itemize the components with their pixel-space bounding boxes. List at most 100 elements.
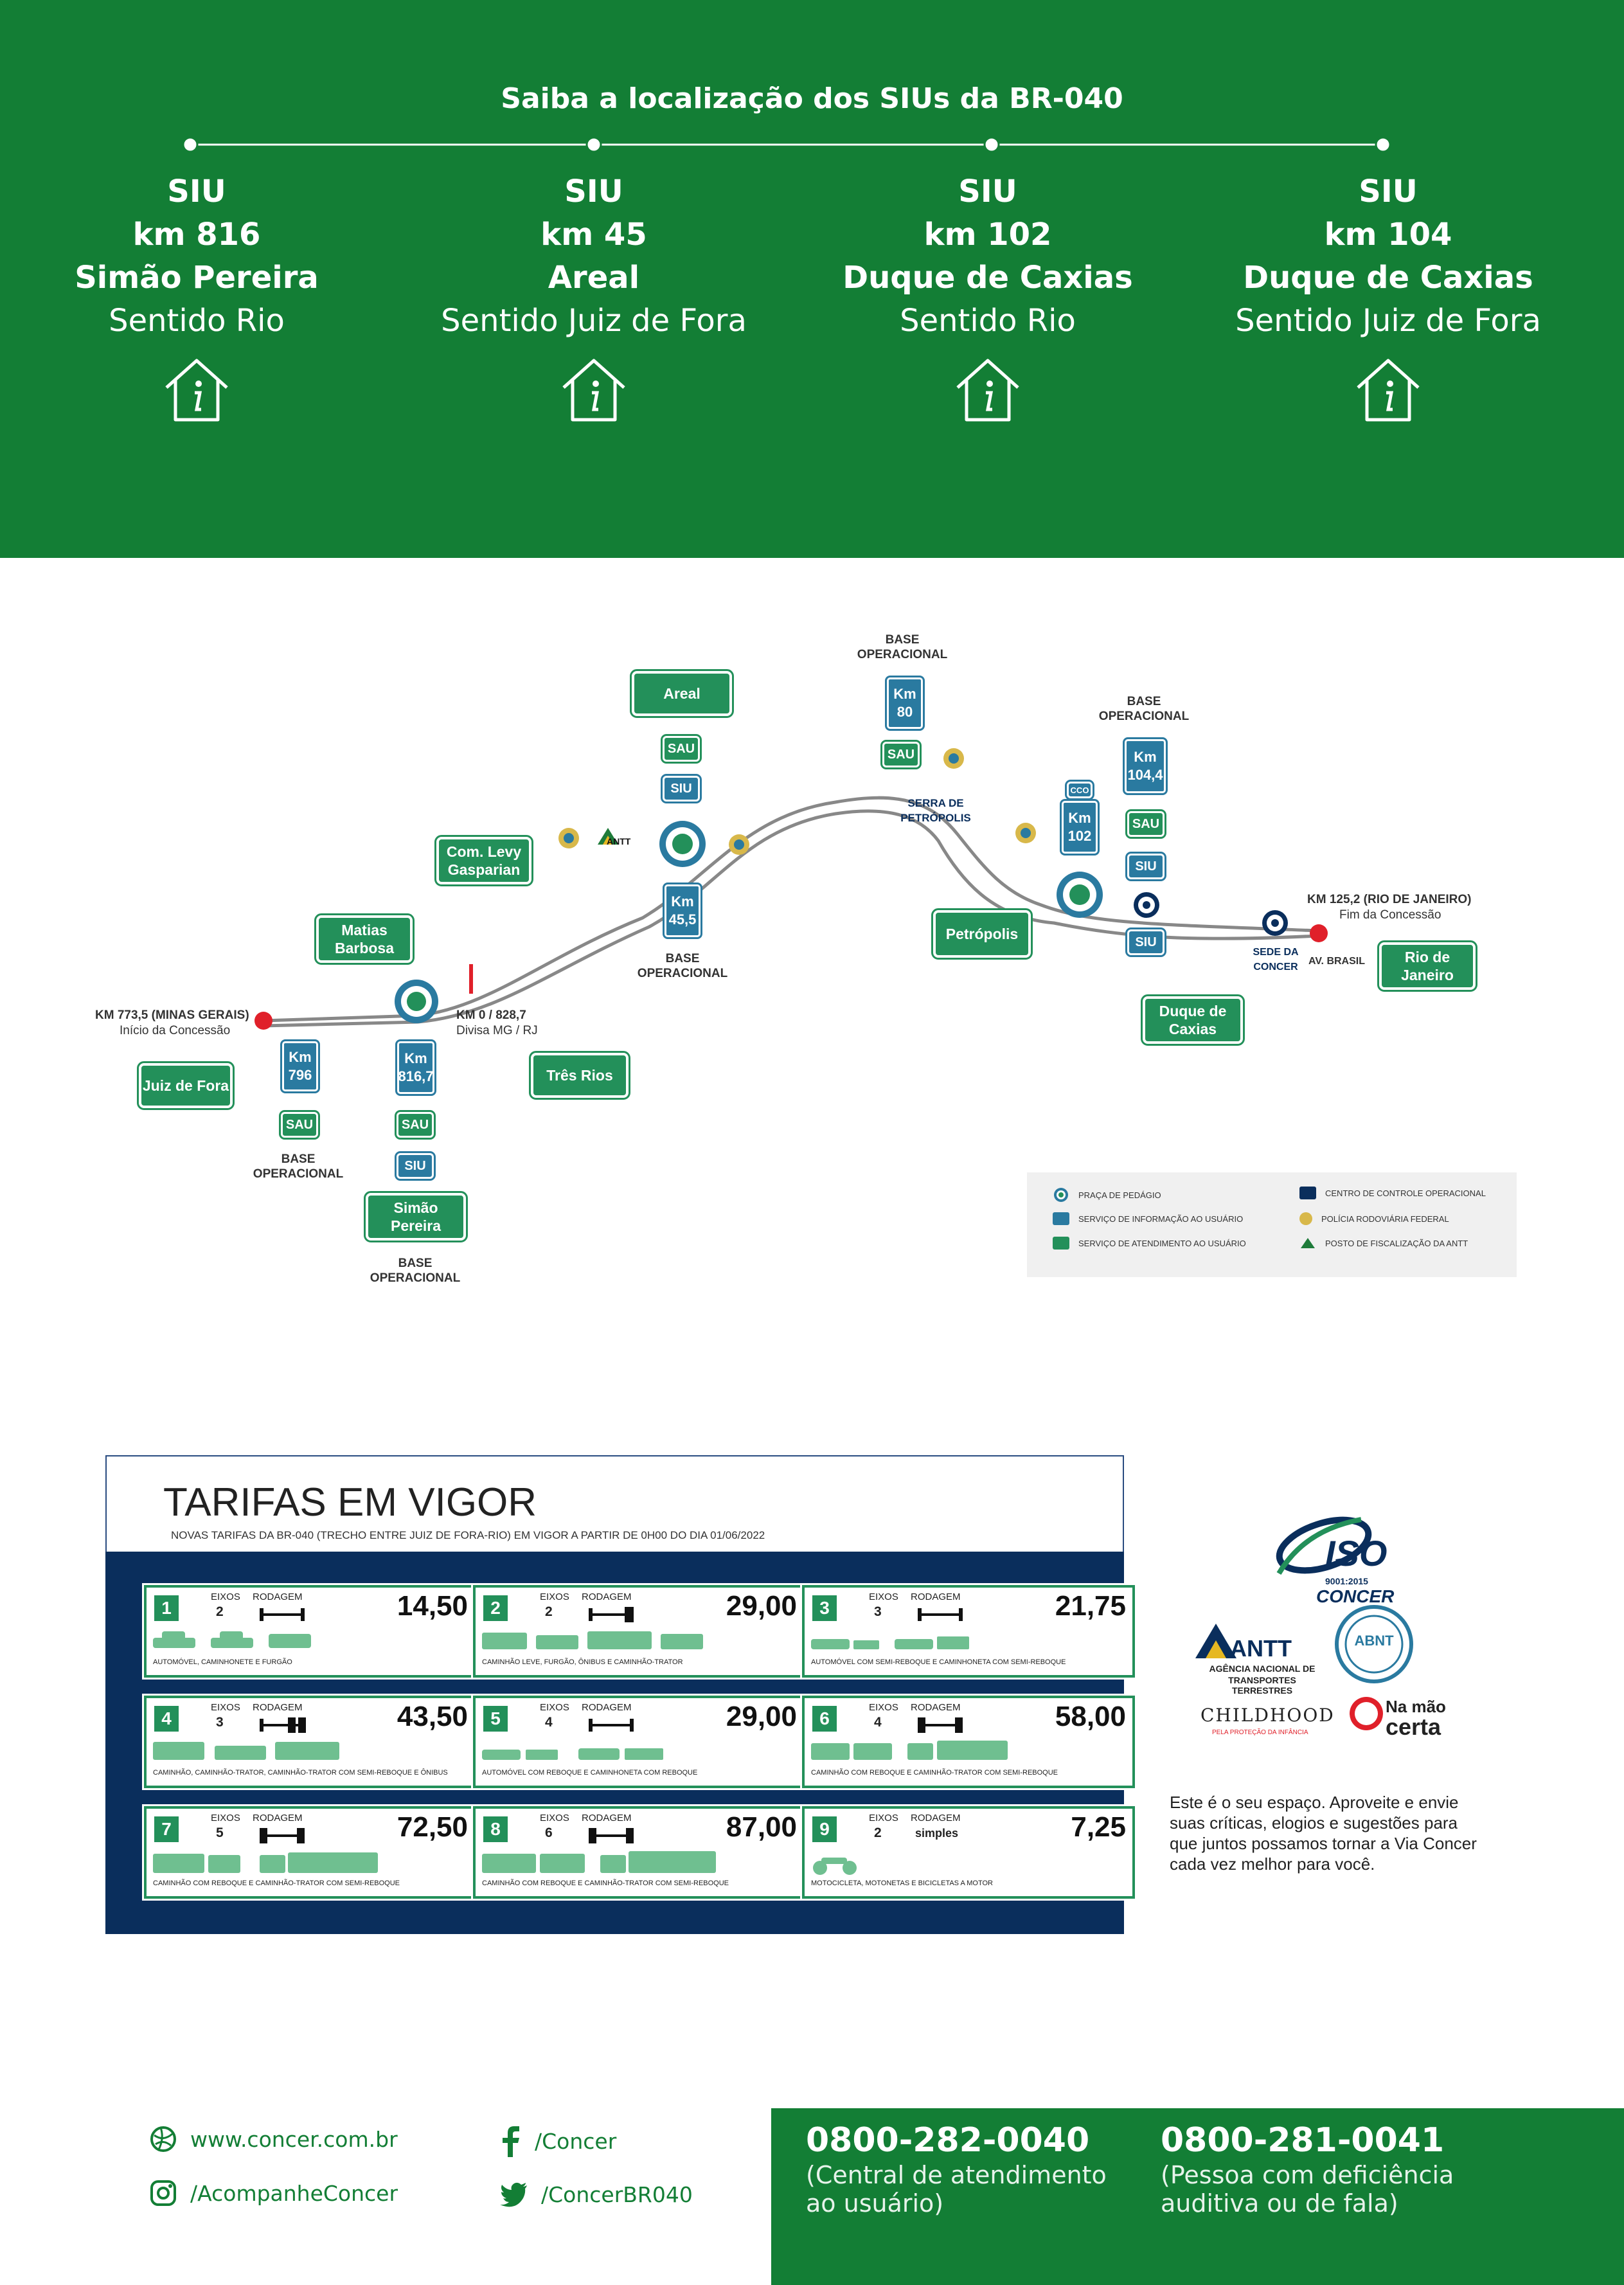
sau-icon bbox=[1053, 1237, 1069, 1250]
base-operacional-label: BASE OPERACIONAL bbox=[1098, 695, 1190, 723]
siu-km: km 45 bbox=[540, 217, 647, 253]
divisa-label: Divisa MG / RJ bbox=[456, 1024, 538, 1037]
category-number: 2 bbox=[483, 1595, 508, 1621]
category-number: 6 bbox=[812, 1706, 837, 1732]
phone-accessibility-desc: (Pessoa com deficiência auditiva ou de f… bbox=[1161, 2161, 1454, 2218]
tarifas-panel: 1 EIXOS 2 RODAGEM 14,50 AUTOMÓVEL, CAMIN… bbox=[105, 1552, 1137, 1934]
eixos-value: 3 bbox=[874, 1604, 882, 1619]
tariff-price: 72,50 bbox=[397, 1811, 468, 1843]
facebook-link[interactable]: /Concer bbox=[535, 2128, 617, 2154]
km-start-sub: Início da Concessão bbox=[120, 1024, 231, 1037]
concer-wordmark: CONCER bbox=[1316, 1586, 1395, 1606]
sau-badge: SAU bbox=[1125, 809, 1166, 839]
axle-icon bbox=[260, 1717, 306, 1733]
eixos-label: EIXOS bbox=[540, 1702, 569, 1713]
truck-trailer-icon bbox=[811, 1741, 1008, 1760]
phone-desc-line: (Pessoa com deficiência bbox=[1161, 2161, 1454, 2189]
siu-badge: SIU bbox=[1125, 927, 1166, 957]
prf-badge-icon bbox=[1015, 823, 1036, 843]
footer-facebook[interactable]: /Concer bbox=[500, 2125, 616, 2157]
eixos-label: EIXOS bbox=[540, 1591, 569, 1602]
info-house-icon bbox=[165, 359, 228, 422]
axle-icon bbox=[589, 1828, 634, 1843]
sede-label: SEDE DA CONCER bbox=[1253, 947, 1299, 972]
antt-mark-icon bbox=[598, 828, 618, 845]
iso-text: ISO bbox=[1325, 1533, 1388, 1573]
site-link[interactable]: www.concer.com.br bbox=[190, 2126, 398, 2152]
km-end-label: KM 125,2 (RIO DE JANEIRO) bbox=[1307, 893, 1472, 906]
category-description: AUTOMÓVEL COM SEMI-REBOQUE E CAMINHONETA… bbox=[811, 1658, 1066, 1666]
rodagem-label: RODAGEM bbox=[582, 1702, 632, 1713]
km-sign: Km 816,7 bbox=[395, 1039, 436, 1096]
siu-label: SIU bbox=[564, 174, 623, 210]
legend-label: PRAÇA DE PEDÁGIO bbox=[1078, 1190, 1161, 1200]
antt-mark-icon bbox=[1301, 1238, 1315, 1248]
serra-label: SERRA DE PETRÓPOLIS bbox=[900, 797, 971, 824]
eixos-label: EIXOS bbox=[869, 1591, 898, 1602]
category-number: 3 bbox=[812, 1595, 837, 1621]
siu-label: SIU bbox=[167, 174, 226, 210]
siu-badge: SIU bbox=[1125, 852, 1166, 881]
tariff-card: 6 EIXOS 4 RODAGEM 58,00 CAMINHÃO COM REB… bbox=[800, 1694, 1137, 1790]
km-start-label: KM 773,5 (MINAS GERAIS) bbox=[95, 1008, 249, 1022]
footer-site[interactable]: www.concer.com.br bbox=[149, 2125, 398, 2153]
city-sign-petropolis: Petrópolis bbox=[931, 908, 1033, 960]
base-operacional-label: BASE OPERACIONAL bbox=[637, 952, 728, 980]
eixos-value: 5 bbox=[216, 1825, 224, 1840]
rodagem-label: RODAGEM bbox=[253, 1813, 303, 1824]
phone-accessibility[interactable]: 0800-281-0041 bbox=[1161, 2121, 1445, 2160]
legend-item: PRAÇA DE PEDÁGIO bbox=[1053, 1187, 1161, 1203]
prf-badge-icon bbox=[1299, 1212, 1312, 1225]
footer-instagram[interactable]: /AcompanheConcer bbox=[149, 2179, 398, 2207]
siu-timeline bbox=[182, 136, 1391, 153]
sau-badge: SAU bbox=[880, 740, 922, 769]
eixos-label: EIXOS bbox=[869, 1813, 898, 1824]
namao-wordmark: certa bbox=[1386, 1714, 1441, 1740]
tariff-price: 29,00 bbox=[726, 1701, 797, 1732]
info-house-icon bbox=[1357, 359, 1420, 422]
instagram-icon bbox=[150, 2180, 176, 2206]
childhood-tagline: PELA PROTEÇÃO DA INFÂNCIA bbox=[1212, 1729, 1308, 1736]
tariff-card: 2 EIXOS 2 RODAGEM 29,00 CAMINHÃO LEVE, F… bbox=[471, 1583, 808, 1680]
eixos-value: 4 bbox=[545, 1715, 553, 1730]
twitter-icon bbox=[500, 2182, 527, 2207]
childhood-wordmark: CHILDHOOD bbox=[1200, 1705, 1335, 1726]
truck-icon bbox=[153, 1742, 339, 1760]
rodagem-label: RODAGEM bbox=[253, 1591, 303, 1602]
axle-icon bbox=[918, 1608, 963, 1621]
category-number: 8 bbox=[483, 1816, 508, 1842]
km-end-sub: Fim da Concessão bbox=[1339, 908, 1441, 922]
base-operacional-label: BASE OPERACIONAL bbox=[857, 633, 948, 661]
tariff-price: 29,00 bbox=[726, 1590, 797, 1622]
car-icon bbox=[153, 1631, 311, 1648]
instagram-link[interactable]: /AcompanheConcer bbox=[190, 2180, 398, 2206]
siu-item: SIU km 104 Duque de Caxias Sentido Juiz … bbox=[1202, 170, 1575, 425]
eixos-label: EIXOS bbox=[540, 1813, 569, 1824]
rodagem-label: RODAGEM bbox=[582, 1813, 632, 1824]
tariff-card: 5 EIXOS 4 RODAGEM 29,00 AUTOMÓVEL COM RE… bbox=[471, 1694, 808, 1790]
legend-item: POSTO DE FISCALIZAÇÃO DA ANTT bbox=[1299, 1237, 1468, 1250]
siu-badge: SIU bbox=[661, 774, 702, 803]
twitter-link[interactable]: /ConcerBR040 bbox=[541, 2182, 693, 2207]
sau-badge: SAU bbox=[279, 1110, 320, 1140]
siu-city: Simão Pereira bbox=[75, 260, 319, 296]
siu-direction: Sentido Juiz de Fora bbox=[1235, 303, 1541, 339]
phone-central[interactable]: 0800-282-0040 bbox=[806, 2121, 1090, 2160]
tarifas-header: TARIFAS EM VIGOR NOVAS TARIFAS DA BR-040… bbox=[105, 1455, 1124, 1552]
siu-label: SIU bbox=[958, 174, 1017, 210]
siu-city: Duque de Caxias bbox=[1243, 260, 1533, 296]
tariff-price: 7,25 bbox=[1071, 1811, 1126, 1843]
legend-label: POLÍCIA RODOVIÁRIA FEDERAL bbox=[1321, 1214, 1449, 1224]
eixos-label: EIXOS bbox=[211, 1702, 240, 1713]
category-number: 4 bbox=[154, 1706, 179, 1732]
category-description: CAMINHÃO LEVE, FURGÃO, ÔNIBUS E CAMINHÃO… bbox=[482, 1658, 683, 1666]
section-title: Saiba a localização dos SIUs da BR-040 bbox=[501, 82, 1123, 115]
abnt-wordmark: ABNT bbox=[1354, 1633, 1394, 1649]
city-sign-levy: Com. Levy Gasparian bbox=[434, 835, 533, 886]
rodagem-label: RODAGEM bbox=[911, 1702, 961, 1713]
footer-twitter[interactable]: /ConcerBR040 bbox=[500, 2182, 693, 2207]
tariff-card: 7 EIXOS 5 RODAGEM 72,50 CAMINHÃO COM REB… bbox=[142, 1804, 479, 1901]
phone-desc-line: (Central de atendimento bbox=[806, 2161, 1107, 2189]
tariff-card: 1 EIXOS 2 RODAGEM 14,50 AUTOMÓVEL, CAMIN… bbox=[142, 1583, 479, 1680]
